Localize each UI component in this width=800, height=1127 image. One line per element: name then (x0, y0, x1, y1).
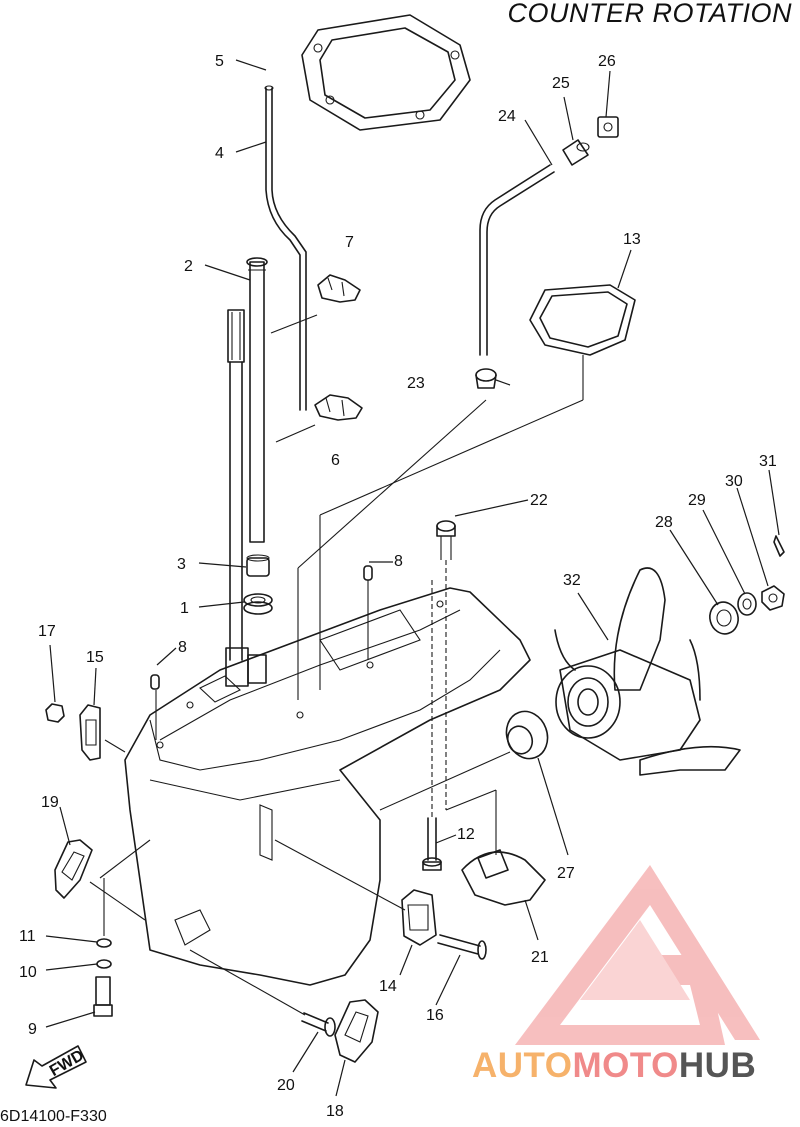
label-4: 4 (215, 145, 224, 162)
label-23: 23 (407, 375, 425, 392)
label-1: 1 (180, 600, 189, 617)
label-20: 20 (277, 1077, 295, 1094)
watermark-text: AUTOMOTOHUB (472, 1046, 757, 1085)
nut-17 (45, 703, 65, 723)
grommet-25 (562, 139, 590, 166)
bolt-12 (422, 817, 442, 871)
water-tube-4 (265, 87, 301, 411)
diagram-title: COUNTER ROTATION (507, 0, 792, 28)
label-14: 14 (379, 978, 397, 995)
bolt-9 (93, 976, 113, 1017)
label-28: 28 (655, 514, 673, 531)
gasket-13 (529, 284, 636, 356)
assembly-lines (89, 355, 584, 1016)
label-21: 21 (531, 949, 549, 966)
seal-1 (243, 593, 273, 615)
label-7: 7 (345, 234, 354, 251)
plate-14 (401, 889, 437, 946)
cover-19 (54, 839, 93, 899)
drive-shaft (227, 309, 245, 661)
clip-6 (314, 394, 363, 421)
label-6: 6 (331, 452, 340, 469)
cover-15 (79, 704, 101, 761)
drive-shaft-2 (246, 257, 268, 543)
label-10: 10 (19, 964, 37, 981)
label-22: 22 (530, 492, 548, 509)
label-2: 2 (184, 258, 193, 275)
seal-27 (505, 710, 549, 760)
cotter-pin-31 (773, 535, 785, 557)
label-8a: 8 (394, 553, 403, 570)
label-18: 18 (326, 1103, 344, 1120)
label-11: 11 (19, 928, 36, 945)
cover-18 (334, 999, 379, 1063)
tube-24 (479, 164, 551, 356)
label-3: 3 (177, 556, 186, 573)
part-labels: 1 2 3 4 5 6 7 8 8 9 10 11 12 13 14 15 16… (19, 53, 777, 1120)
nut-30 (761, 585, 785, 611)
grommet-23 (475, 368, 497, 389)
label-17: 17 (38, 623, 56, 640)
bolt-22 (436, 520, 456, 560)
spacer-28 (709, 601, 739, 635)
label-29: 29 (688, 492, 706, 509)
nut-26 (597, 116, 619, 138)
bolt-20 (301, 1012, 336, 1037)
diagram-code: 6D14100-F330 (0, 1108, 107, 1125)
label-16: 16 (426, 1007, 444, 1024)
label-19: 19 (41, 794, 59, 811)
label-13: 13 (623, 231, 641, 248)
bushing-3 (246, 554, 270, 577)
leader-lines (45, 59, 780, 1097)
label-26: 26 (598, 53, 616, 70)
watermark-logo (515, 865, 760, 1045)
clip-7 (317, 274, 361, 303)
label-25: 25 (552, 75, 570, 92)
pin-8a (363, 565, 373, 581)
label-30: 30 (725, 473, 743, 490)
label-32: 32 (563, 572, 581, 589)
label-9: 9 (28, 1021, 37, 1038)
top-plate (301, 14, 471, 131)
propeller-32 (554, 567, 741, 776)
label-12: 12 (457, 826, 475, 843)
fwd-arrow-icon: FWD (25, 1045, 87, 1089)
anode-21 (461, 849, 546, 906)
label-31: 31 (759, 453, 777, 470)
washer-29 (737, 592, 757, 616)
washer-10 (96, 959, 112, 969)
label-27: 27 (557, 865, 575, 882)
label-8b: 8 (178, 639, 187, 656)
washer-11 (96, 938, 112, 948)
pin-8b (150, 674, 160, 690)
label-24: 24 (498, 108, 516, 125)
bolt-16 (437, 934, 487, 960)
label-5: 5 (215, 53, 224, 70)
label-15: 15 (86, 649, 104, 666)
